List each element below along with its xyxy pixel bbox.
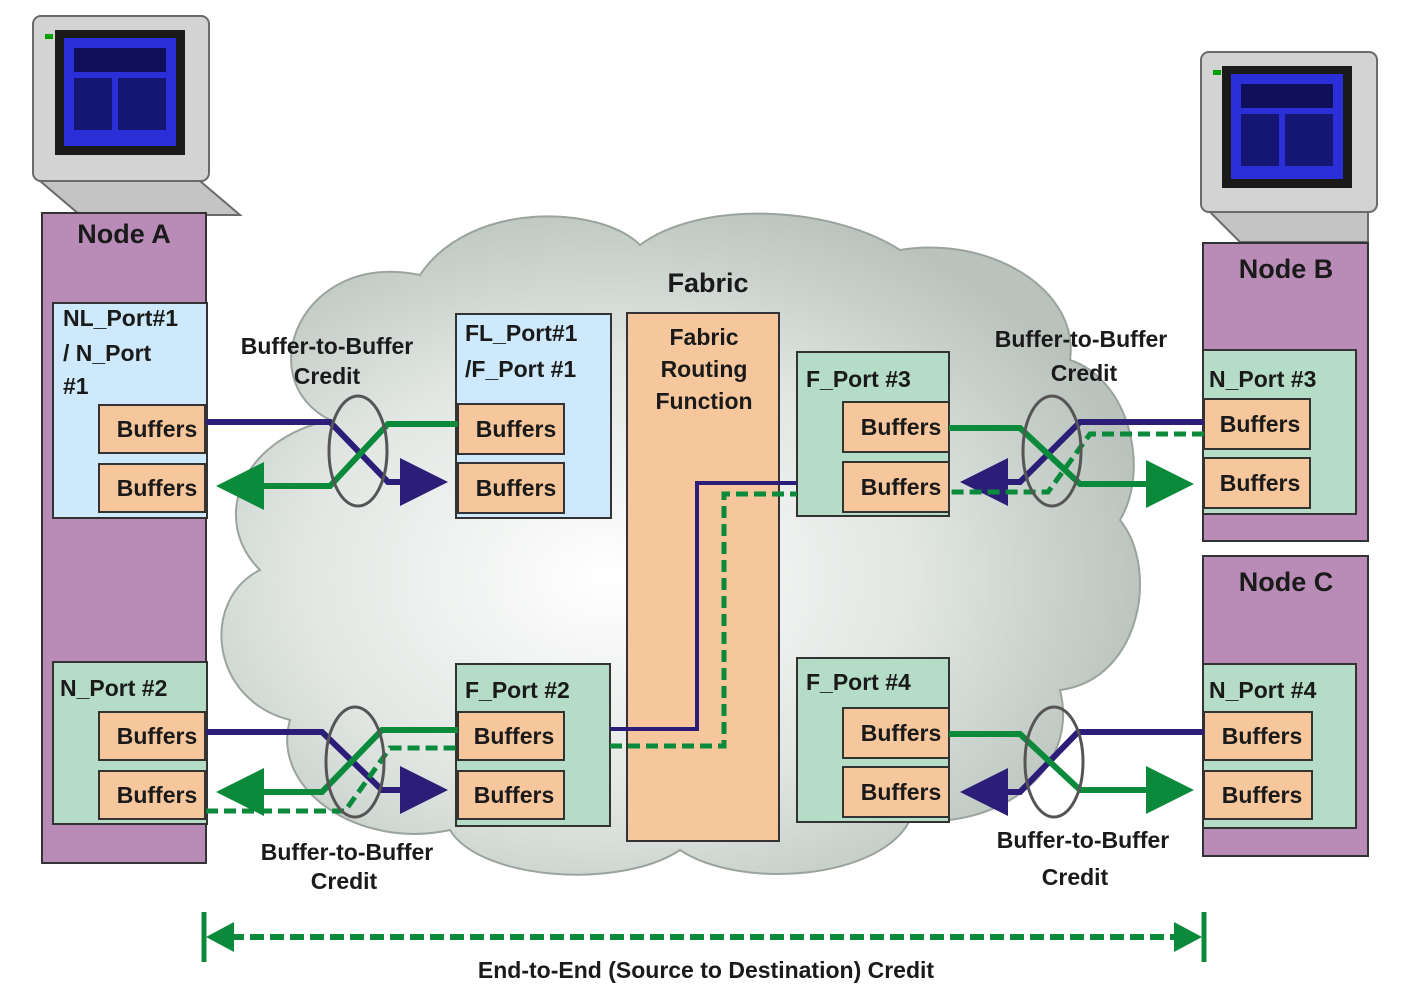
buffer-label: Buffers [1222, 723, 1303, 749]
buffer-box [457, 403, 565, 455]
buffer-label: Buffers [1220, 411, 1301, 437]
computer-icon [32, 15, 243, 216]
n-port-2-label: N_Port #2 [60, 675, 167, 701]
buffer-box [1203, 398, 1311, 450]
buffer-box [1203, 711, 1313, 761]
buffer-label: Buffers [117, 723, 198, 749]
n-port-4-label: N_Port #4 [1209, 677, 1317, 703]
fabric-label: Fabric [667, 268, 748, 298]
fl-port-1-line2: /F_Port #1 [465, 356, 576, 382]
buffer-box [842, 461, 950, 513]
routing-label-line2: Routing [661, 356, 748, 382]
end-to-end-credit-arrow [201, 912, 1207, 962]
routing-label-line1: Fabric [669, 324, 738, 350]
buffer-label: Buffers [474, 782, 555, 808]
buffer-label: Buffers [861, 720, 942, 746]
link-f4-n4 [949, 705, 1204, 819]
buffer-box [1203, 770, 1313, 820]
f-port-3-label: F_Port #3 [806, 366, 911, 392]
node-b-label: Node B [1239, 254, 1334, 284]
buffer-label: Buffers [861, 474, 942, 500]
buffer-box [842, 766, 950, 818]
nl-port-1-line1: NL_Port#1 [63, 305, 178, 331]
buffer-box [457, 770, 565, 820]
buffer-box [98, 711, 206, 761]
buffer-box [98, 770, 206, 820]
buffer-box [98, 404, 206, 454]
node-a-label: Node A [77, 219, 171, 249]
routed-path [610, 481, 797, 749]
buffer-label: Buffers [861, 779, 942, 805]
f-port-4-label: F_Port #4 [806, 669, 911, 695]
node-c-label: Node C [1239, 567, 1334, 597]
bb-credit-label-4-line2: Credit [1042, 864, 1109, 890]
link-n2-f2 [206, 705, 458, 819]
computer-icon [1200, 51, 1378, 243]
link-f3-n3 [949, 394, 1204, 508]
buffer-label: Buffers [117, 475, 198, 501]
buffer-box [457, 462, 565, 514]
buffer-label: Buffers [861, 414, 942, 440]
buffer-box [1203, 457, 1311, 509]
link-nl1-fl1 [206, 394, 458, 510]
buffer-box [457, 711, 565, 761]
end-to-end-credit-label: End-to-End (Source to Destination) Credi… [478, 957, 934, 983]
buffer-box [98, 463, 206, 513]
bb-credit-label-1-line2: Credit [294, 363, 361, 389]
buffer-label: Buffers [1222, 782, 1303, 808]
buffer-label: Buffers [476, 416, 557, 442]
buffer-label: Buffers [117, 782, 198, 808]
buffer-label: Buffers [476, 475, 557, 501]
buffer-label: Buffers [1220, 470, 1301, 496]
buffer-label: Buffers [117, 416, 198, 442]
routing-label-line3: Function [655, 388, 752, 414]
nl-port-1-line3: #1 [63, 373, 89, 399]
n-port-3-label: N_Port #3 [1209, 366, 1316, 392]
bb-credit-label-1-line1: Buffer-to-Buffer [241, 333, 414, 359]
fabric-routing-function [626, 312, 780, 842]
bb-credit-label-2-line2: Credit [311, 868, 378, 894]
bb-credit-label-4-line1: Buffer-to-Buffer [997, 827, 1170, 853]
bb-credit-label-3-line2: Credit [1051, 360, 1118, 386]
fl-port-1-line1: FL_Port#1 [465, 320, 578, 346]
bb-credit-label-3-line1: Buffer-to-Buffer [995, 326, 1168, 352]
f-port-2-label: F_Port #2 [465, 677, 570, 703]
buffer-label: Buffers [474, 723, 555, 749]
bb-credit-label-2-line1: Buffer-to-Buffer [261, 839, 434, 865]
nl-port-1-line2: / N_Port [63, 340, 152, 366]
